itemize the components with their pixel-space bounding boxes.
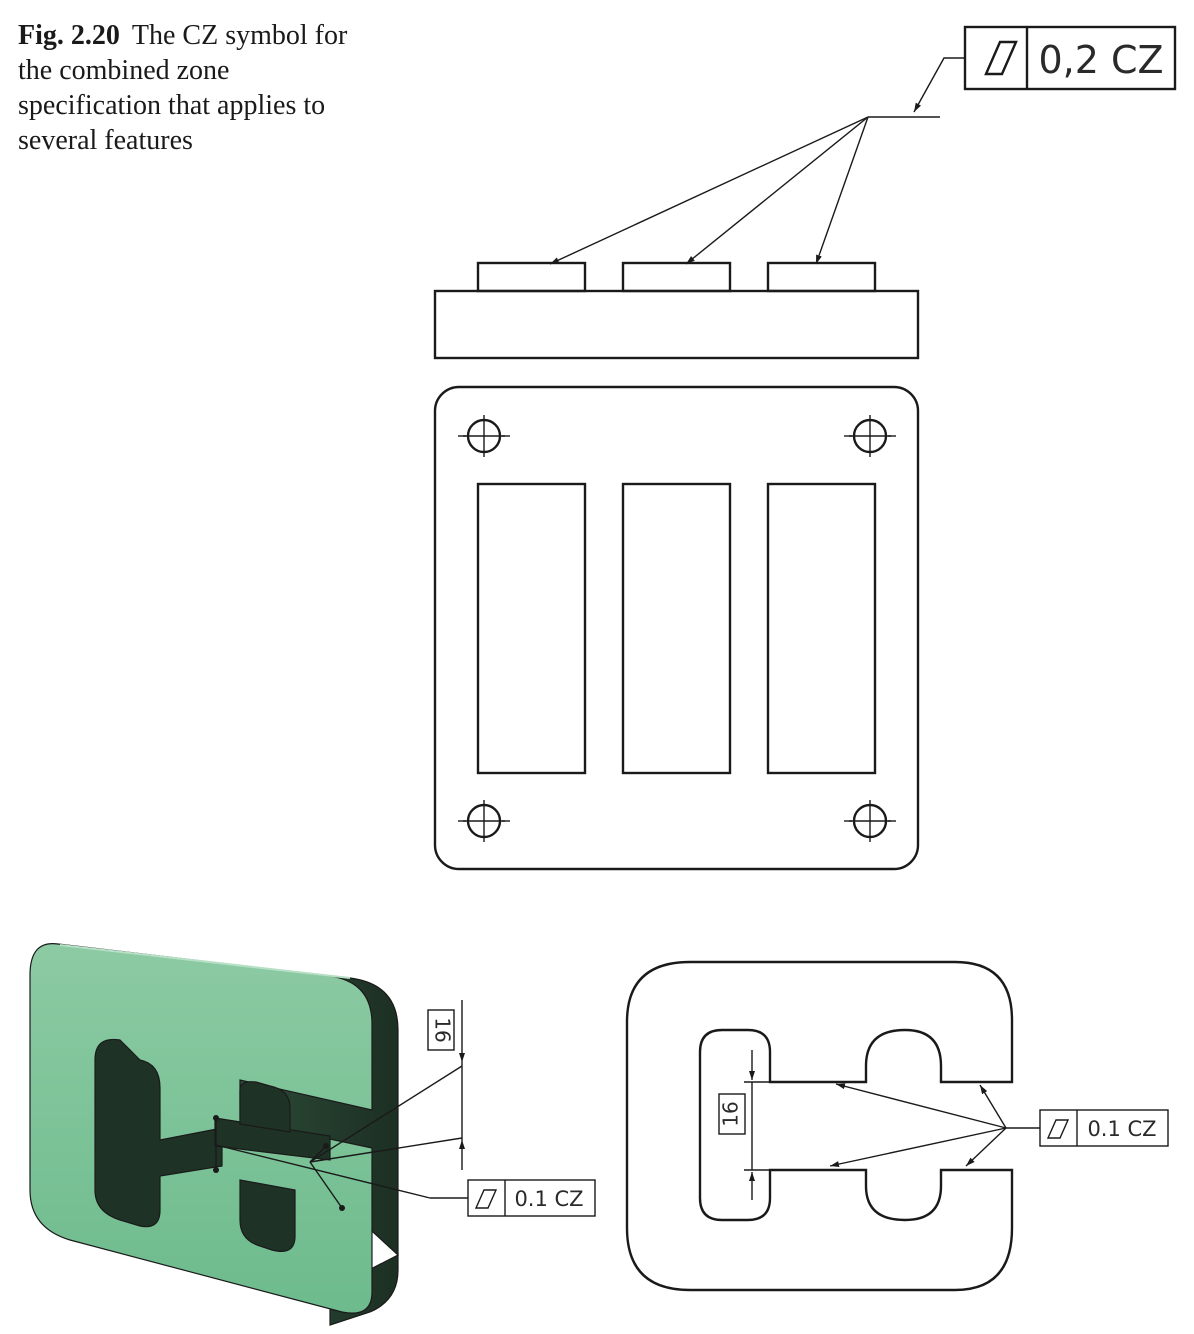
hole-bottom-right (844, 800, 896, 842)
side-view-base (433, 289, 920, 360)
iso-fcf-box (467, 1179, 596, 1217)
plan-fcf-value: 0.1 CZ (1087, 1117, 1156, 1141)
top-view-outline (433, 385, 920, 871)
iso-fcf-value: 0.1 CZ (514, 1187, 583, 1211)
flatness-icon (984, 40, 1018, 76)
plan-view-outline (625, 960, 1014, 1292)
iso-feature-control-frame: 0.1 CZ (467, 1179, 596, 1217)
plan-dimension-value: 16 (719, 1101, 743, 1126)
plan-leaders (829, 1083, 1040, 1168)
figure-label: Fig. 2.20 (18, 20, 120, 51)
top-view-pad-1 (476, 482, 587, 775)
plan-dimension-box (718, 1093, 746, 1135)
iso-part-notch-lower (239, 1179, 296, 1252)
iso-dimension: 16 (427, 1000, 465, 1170)
top-view-pad-3 (766, 482, 877, 775)
figure-caption-text: The CZ symbol for the combined zone spec… (18, 20, 348, 156)
flatness-icon (1046, 1119, 1070, 1139)
top-view-pad-2 (621, 482, 732, 775)
side-view-pad-2 (621, 261, 732, 293)
hole-top-right (844, 415, 896, 457)
top-view (433, 385, 920, 871)
hole-bottom-left (458, 800, 510, 842)
isometric-part (29, 943, 400, 1326)
top-fcf-value: 0,2 CZ (1038, 38, 1163, 82)
hole-top-left (458, 415, 510, 457)
iso-part-slot (214, 1117, 331, 1161)
plan-view (625, 960, 1014, 1292)
plan-dimension: 16 (718, 1050, 776, 1200)
plan-feature-control-frame: 0.1 CZ (1039, 1109, 1169, 1147)
side-view-pad-3 (766, 261, 877, 293)
iso-dimension-value: 16 (431, 1017, 455, 1042)
iso-part-opening-left (94, 1038, 223, 1228)
side-view-pad-1 (476, 261, 587, 293)
top-feature-control-frame: 0,2 CZ (963, 25, 1177, 91)
plan-fcf-box (1039, 1109, 1169, 1147)
iso-dimension-box (427, 1009, 455, 1051)
side-view (433, 261, 920, 360)
iso-part-notch-upper (239, 1081, 291, 1133)
top-leader (549, 57, 965, 265)
flatness-icon (474, 1189, 498, 1209)
iso-leaders (213, 1065, 468, 1211)
